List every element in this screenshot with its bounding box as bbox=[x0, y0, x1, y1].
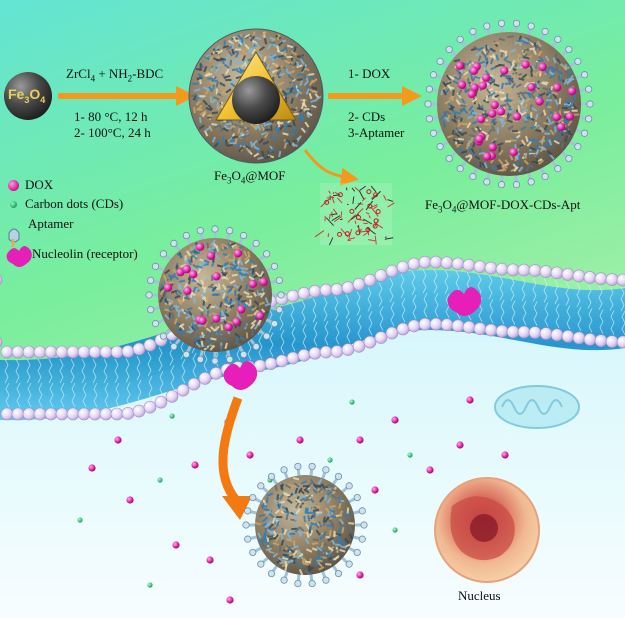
legend-nucleolin-label: Nucleolin (receptor) bbox=[32, 246, 138, 261]
internalized-particle bbox=[242, 462, 368, 588]
legend-cds: Carbon dots (CDs) bbox=[8, 195, 123, 213]
legend-dox-label: DOX bbox=[25, 177, 54, 192]
step2-line-2: 2- CDs bbox=[348, 109, 386, 124]
cd-swatch bbox=[10, 200, 17, 208]
legend-aptamer-icon bbox=[8, 228, 20, 247]
synthesis-arrowhead bbox=[176, 86, 196, 106]
particle-binding-membrane bbox=[145, 225, 285, 365]
released-drug-molecules bbox=[77, 396, 509, 604]
mof-crystal-structure bbox=[314, 183, 395, 246]
legend-nucleolin: Nucleolin (receptor) bbox=[32, 245, 138, 263]
fe3o4-mof-dox-cds-apt-particle bbox=[424, 19, 594, 189]
nucleus-label: Nucleus bbox=[458, 588, 501, 603]
lipid-tails bbox=[4, 268, 625, 408]
internalization-arrowhead bbox=[222, 496, 252, 520]
internalization-arrow bbox=[218, 396, 243, 503]
mitochondrion bbox=[494, 385, 580, 429]
nucleus bbox=[434, 477, 540, 583]
legend-aptamer: Aptamer bbox=[28, 215, 73, 233]
legend-nucleolin-icon bbox=[6, 246, 32, 267]
lipid-heads-inner bbox=[0, 317, 625, 421]
legend-aptamer-label: Aptamer bbox=[28, 216, 74, 231]
product-label: Fe3O4@MOF-DOX-CDs-Apt bbox=[425, 197, 581, 215]
loading-arrowhead bbox=[402, 86, 422, 106]
zoom-arrow bbox=[303, 149, 359, 186]
legend-cds-label: Carbon dots (CDs) bbox=[25, 196, 124, 211]
fe3o4-mof-particle bbox=[188, 28, 324, 164]
dox-swatch bbox=[8, 179, 19, 191]
mof-label: Fe3O4@MOF bbox=[214, 168, 286, 186]
legend-dox: DOX bbox=[8, 176, 53, 194]
fe3o4-core-sphere bbox=[4, 72, 52, 120]
step1-condition-1: 1- 80 °C, 12 h bbox=[74, 109, 148, 124]
step2-line-3: 3-Aptamer bbox=[348, 125, 405, 140]
step1-condition-2: 2- 100°C, 24 h bbox=[74, 125, 151, 140]
nucleolin-receptor-1 bbox=[447, 287, 482, 316]
nucleolin-receptor-2 bbox=[223, 361, 258, 390]
step1-reagents: ZrCl4 + NH2-BDC bbox=[66, 66, 164, 84]
fe3o4-core-label: Fe3O4 bbox=[8, 86, 46, 105]
step2-line-1: 1- DOX bbox=[348, 66, 391, 81]
